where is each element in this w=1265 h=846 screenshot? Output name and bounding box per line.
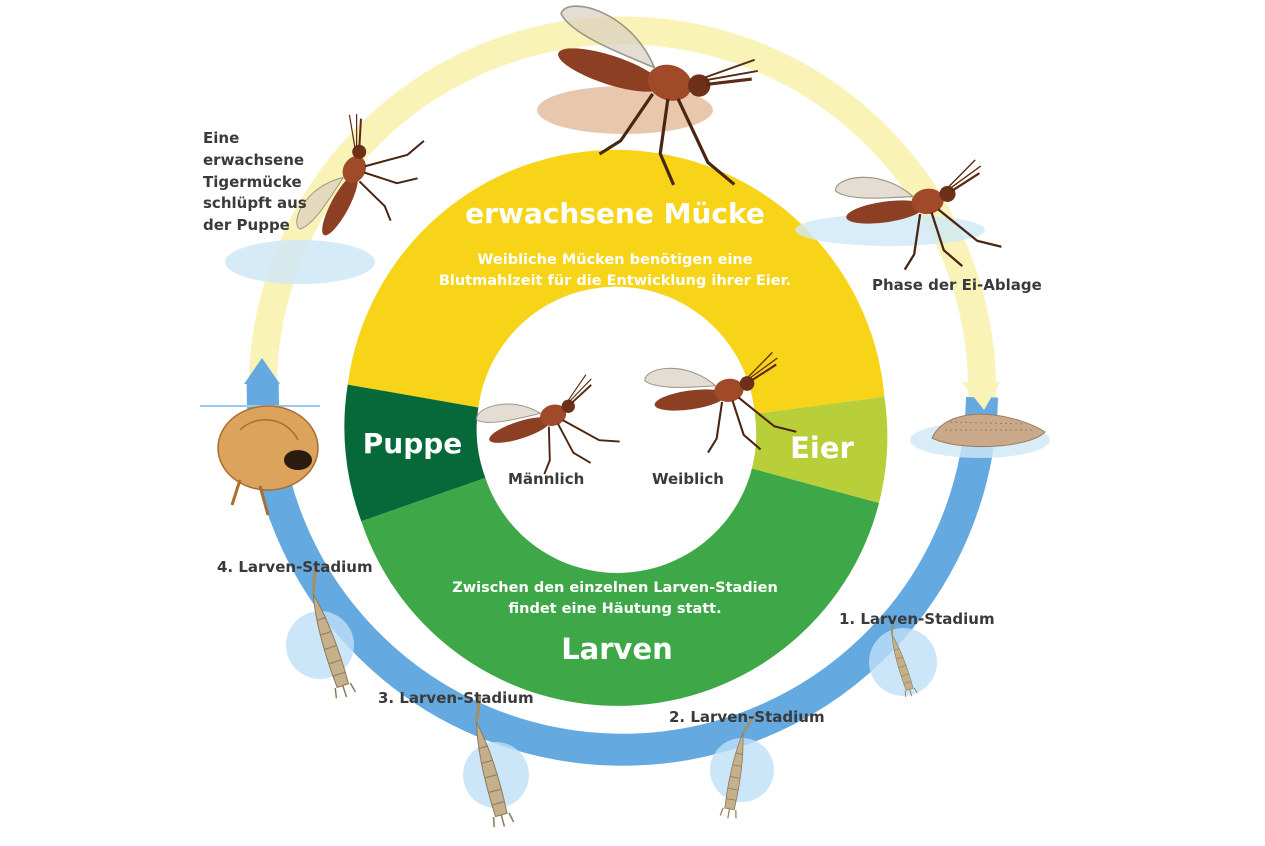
pupa-segment-title: Puppe [362,427,463,460]
female-label: Weiblich [652,470,724,488]
adult-mosquito-segment [347,149,885,414]
pupa-segment [344,384,486,522]
adult-segment-text-2: Blutmahlzeit für die Entwicklung ihrer E… [438,273,792,289]
emergence-label: Eine erwachsene Tigermücke schlüpft aus … [203,129,307,234]
larva-stage-4-label: 4. Larven-Stadium [217,558,373,576]
larvae-segment [361,468,879,706]
larva-4-icon [286,566,358,702]
adult-segment-text-1: Weibliche Mücken benötigen eine [477,252,753,268]
larva-2-icon [710,711,774,821]
air-arrow-head [962,382,1000,410]
larvae-segment-title: Larven [561,632,673,666]
larvae-segment-text-2: findet eine Häutung statt. [508,601,722,617]
larva-1-icon [869,618,937,699]
larva-3-icon [459,694,529,831]
larva-stage-1-label: 1. Larven-Stadium [839,610,995,628]
egg-laying-mosquito-icon [795,156,1005,284]
water-arrow-head [244,358,280,384]
male-label: Männlich [508,470,585,488]
eggs-segment [751,396,888,503]
larva-stage-2-label: 2. Larven-Stadium [669,708,825,726]
emerging-mosquito-icon [225,103,436,284]
egg-raft-icon [910,413,1050,458]
adult-segment-title: erwachsene Mücke [465,197,765,230]
eggs-segment-title: Eier [790,431,854,465]
blood-feeding-mosquito-icon [519,0,775,205]
pupa-icon [200,405,320,516]
larva-stage-3-label: 3. Larven-Stadium [378,689,534,707]
egg-laying-label: Phase der Ei-Ablage [872,276,1042,294]
larvae-segment-text-1: Zwischen den einzelnen Larven-Stadien [452,580,778,596]
outer-ring-water-arc [246,382,998,766]
